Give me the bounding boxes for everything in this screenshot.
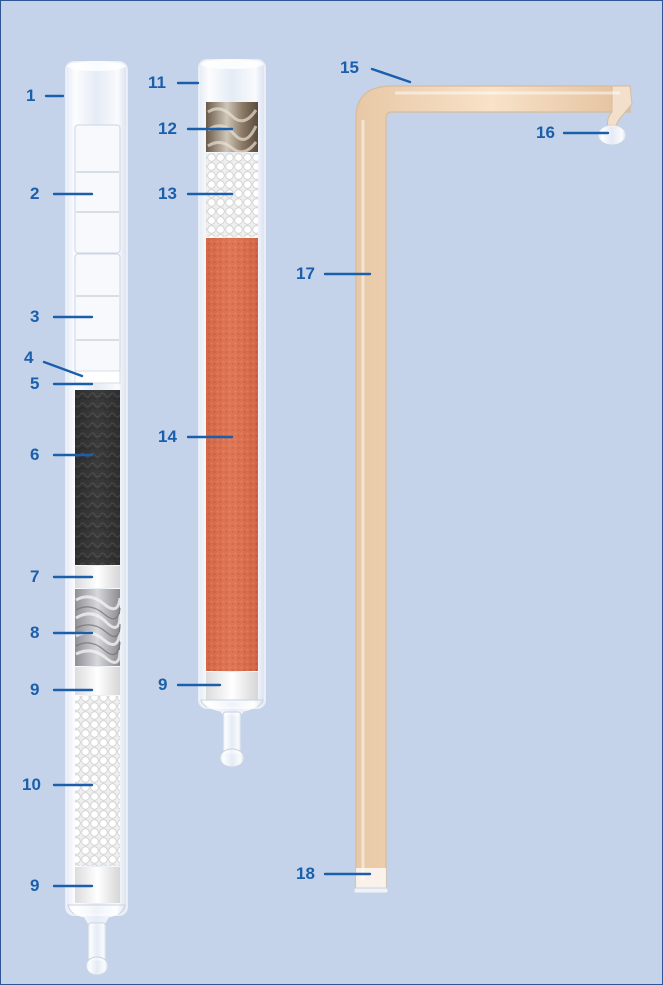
label-5: 5 [30,374,39,394]
label-16: 16 [536,123,555,143]
label-6: 6 [30,445,39,465]
label-12: 12 [158,119,177,139]
label-15: 15 [340,58,359,78]
label-18: 18 [296,864,315,884]
plug-9-tube-2 [206,672,258,702]
label-14: 14 [158,427,177,447]
label-1: 1 [26,86,35,106]
tube-1-stem [88,923,106,961]
tube-1 [66,61,127,975]
tube-1-inner-tube-lower [75,254,120,372]
label-9-tube-1-upper: 9 [30,680,39,700]
label-4: 4 [24,348,33,368]
tube-2 [199,59,265,767]
label-11: 11 [148,73,166,93]
label-13: 13 [158,184,177,204]
label-7: 7 [30,567,39,587]
label-9-tube-2: 9 [158,675,167,695]
label-8: 8 [30,623,39,643]
label-3: 3 [30,307,39,327]
tube-1-inner-tube-upper [75,125,120,253]
bead-layer [75,696,120,866]
label-17: 17 [296,264,315,284]
label-9-tube-1-lower: 9 [30,876,39,896]
label-2: 2 [30,184,39,204]
label-10: 10 [22,775,41,795]
tube-2-stem [223,712,241,754]
